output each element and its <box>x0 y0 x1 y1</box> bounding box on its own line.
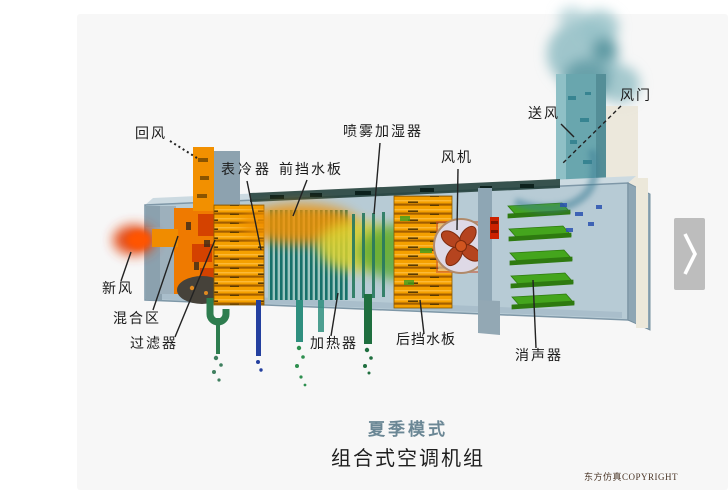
label-silencer: 消声器 <box>515 349 563 364</box>
return-air-duct <box>193 147 240 213</box>
label-surface-cooler: 表冷器 <box>221 163 272 178</box>
label-fan: 风机 <box>441 151 473 166</box>
partition-wall <box>478 188 499 316</box>
chevron-right-icon <box>683 233 698 275</box>
humidifier-pipes <box>352 212 385 298</box>
label-damper: 风门 <box>620 89 652 104</box>
label-mixing-zone: 混合区 <box>113 312 161 327</box>
copyright-text: 东方仿真COPYRIGHT <box>584 472 679 482</box>
mode-caption: 夏季模式 <box>368 420 448 439</box>
label-spray-humidifier: 喷雾加湿器 <box>343 125 423 140</box>
label-rear-baffle: 后挡水板 <box>396 333 456 348</box>
label-front-baffle: 前挡水板 <box>279 163 343 178</box>
label-return-air: 回风 <box>135 127 167 142</box>
label-heater: 加热器 <box>310 337 358 352</box>
label-fresh-air: 新风 <box>102 282 134 297</box>
diagram-title: 组合式空调机组 <box>331 448 485 470</box>
leader-lines <box>120 105 622 349</box>
chamber-airflow <box>513 148 602 232</box>
label-filter: 过滤器 <box>130 337 178 352</box>
next-arrow-button[interactable] <box>674 218 705 290</box>
label-supply-air: 送风 <box>528 107 560 122</box>
drain-pipes <box>206 294 500 387</box>
fresh-air-inlet <box>113 225 178 255</box>
